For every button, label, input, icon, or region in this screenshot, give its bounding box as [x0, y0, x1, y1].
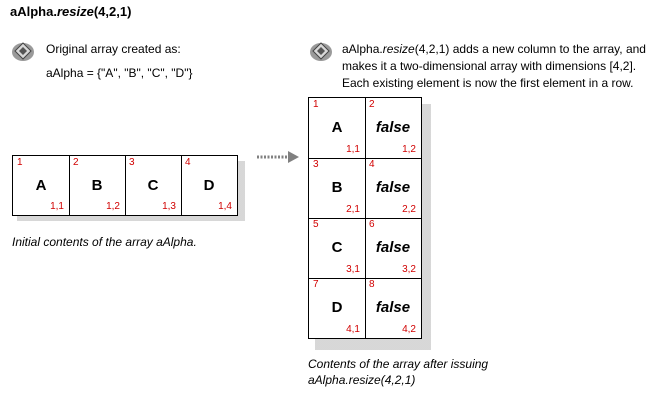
- array-cell: 3 B 2,1: [313, 159, 360, 215]
- array-cell: 4 D 1,4: [185, 157, 232, 212]
- array-cell: 8 false 4,2: [369, 279, 416, 335]
- array-cell: 1 A 1,1: [313, 99, 360, 155]
- initial-array-caption: Initial contents of the array aAlpha.: [12, 235, 197, 249]
- initial-array: 1 A 1,1 2 B 1,2 3 C 1,3 4 D 1,4: [12, 155, 238, 216]
- array-cell: 2 B 1,2: [73, 157, 120, 212]
- dotted-arrow-icon: [256, 150, 300, 169]
- page-title: aAlpha.resize(4,2,1): [10, 4, 132, 19]
- array-cell: 1 A 1,1: [17, 157, 64, 212]
- original-array-note: Original array created as: aAlpha = {"A"…: [46, 42, 193, 80]
- array-cell: 4 false 2,2: [369, 159, 416, 215]
- array-cell: 3 C 1,3: [129, 157, 176, 212]
- array-cell: 7 D 4,1: [313, 279, 360, 335]
- resize-explanation: aAlpha.resize(4,2,1) adds a new column t…: [342, 42, 646, 90]
- diamond-bullet-icon: [10, 38, 36, 64]
- array-cell: 2 false 1,2: [369, 99, 416, 155]
- diamond-bullet-icon: [308, 38, 334, 64]
- resized-array: 1 A 1,1 2 false 1,2 3 B 2,1 4 false 2,2 …: [308, 97, 422, 339]
- array-cell: 5 C 3,1: [313, 219, 360, 275]
- array-cell: 6 false 3,2: [369, 219, 416, 275]
- resized-array-caption: Contents of the array after issuing aAlp…: [308, 357, 489, 387]
